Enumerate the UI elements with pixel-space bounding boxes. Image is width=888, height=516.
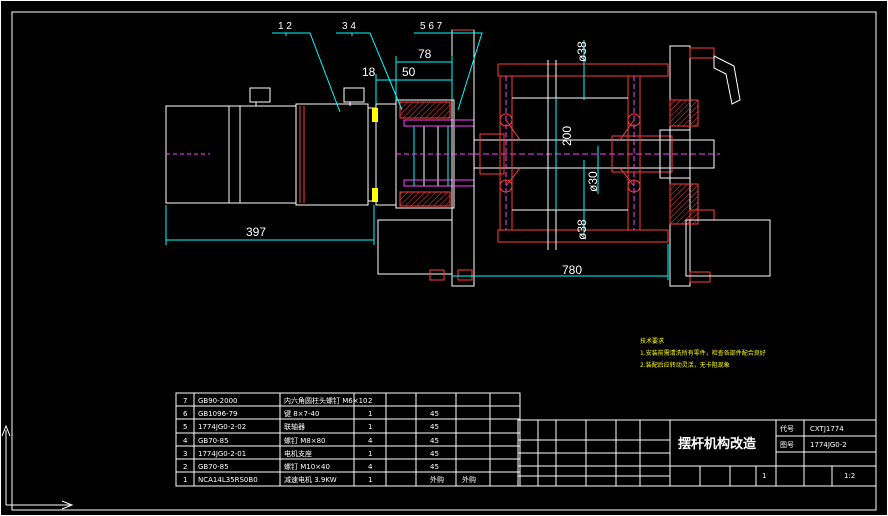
bom-row-3-name: 螺钉 M8×80: [284, 436, 326, 445]
bom-row-4-qty: 1: [368, 450, 372, 458]
bom-row-1-qty: 1: [368, 410, 372, 418]
dim-18: 18: [362, 65, 376, 79]
bom-row-4-mat: 45: [430, 450, 439, 458]
bom-row-6-mat: 外购: [430, 475, 444, 484]
bom-row-0-no: 7: [183, 397, 187, 405]
bom-row-6-qty: 1: [368, 476, 372, 484]
bom-row-5-code: GB70-85: [198, 463, 229, 471]
bom-row-0-name: 内六角圆柱头螺钉 M6×10: [284, 396, 368, 405]
bom-row-1-code: GB1096-79: [198, 410, 237, 418]
bom-row-4-name: 电机支座: [284, 449, 312, 458]
balloon-5-6-7: 5 6 7: [420, 21, 443, 32]
drawing-scale: 1:2: [844, 472, 855, 480]
gear-motor: [165, 87, 397, 206]
bom-row-4-no: 3: [183, 450, 187, 458]
bom-row-3-no: 4: [183, 437, 188, 445]
bom-row-1-name: 键 8×7-40: [284, 409, 319, 418]
drawing-no-label: 图号: [780, 441, 794, 449]
dim-780: 780: [562, 263, 582, 277]
bom-row-4-code: 1774JG0-2-01: [198, 450, 246, 458]
balloon-3-4: 3 4: [342, 21, 356, 32]
main-shaft: [473, 129, 720, 179]
bom-row-2-qty: 1: [368, 423, 372, 431]
bom-row-5-name: 螺钉 M10×40: [284, 462, 330, 471]
ucs-icon: [1, 424, 74, 510]
bom-row-2-no: 5: [183, 423, 187, 431]
dimension-lines: [165, 40, 669, 280]
bom-row-2-code: 1774JG0-2-02: [198, 423, 246, 431]
balloon-1-2: 1 2: [278, 21, 292, 32]
bom-row-3-mat: 45: [430, 437, 439, 445]
notes-line-1: 1.安装前需清洗所有零件，检查各部件配合良好: [640, 349, 766, 357]
bom-rows: 7 GB90-2000 内六角圆柱头螺钉 M6×10 2 6 GB1096-79…: [183, 396, 476, 484]
notes-title: 技术要求: [640, 337, 664, 345]
leader-lines: [272, 32, 483, 113]
motor-fan-ribs: [166, 106, 305, 203]
wall-plate: [377, 29, 475, 287]
bom-row-0-code: GB90-2000: [198, 397, 237, 405]
bom-row-5-no: 2: [183, 463, 187, 471]
bom-row-3-qty: 4: [368, 437, 373, 445]
pivot-links: [499, 113, 641, 193]
bom-row-2-mat: 45: [430, 423, 439, 431]
coupling-housing: [395, 99, 480, 209]
rocker-frame: [497, 60, 669, 250]
dim-200: 200: [560, 126, 574, 146]
dim-d30: ø30: [586, 171, 600, 192]
dim-d38-top: ø38: [575, 41, 589, 62]
title-block: [517, 419, 877, 487]
bom-row-3-code: GB70-85: [198, 437, 229, 445]
bom-row-6-name: 减速电机 3.9KW: [284, 475, 337, 484]
bom-row-1-mat: 45: [430, 410, 439, 418]
notes-line-2: 2.装配后应转动灵活，无卡阻现象: [640, 361, 730, 369]
drawing-no-value: 1774JG0-2: [810, 441, 847, 449]
bom-row-6-no: 1: [183, 476, 187, 484]
bom-row-1-no: 6: [183, 410, 188, 418]
bom-row-5-qty: 4: [368, 463, 373, 471]
drawing-title: 摆杆机构改造: [678, 436, 757, 452]
dim-d38-bottom: ø38: [575, 219, 589, 240]
dim-78: 78: [418, 47, 432, 61]
bom-row-0-qty: 2: [368, 397, 372, 405]
right-bracket: [669, 45, 771, 287]
bom-row-6-code: NCA14L35RS0B0: [198, 476, 258, 484]
bom-row-2-name: 联轴器: [284, 422, 305, 431]
bom-row-6-note: 外购: [462, 475, 476, 484]
code-value: CXTJ1774: [810, 425, 844, 433]
dim-50: 50: [402, 65, 416, 79]
code-label: 代号: [780, 424, 794, 433]
bom-row-5-mat: 45: [430, 463, 439, 471]
dim-397: 397: [246, 225, 266, 239]
motor-bolt-markers: [372, 108, 378, 202]
sheet-count: 1: [762, 472, 766, 480]
